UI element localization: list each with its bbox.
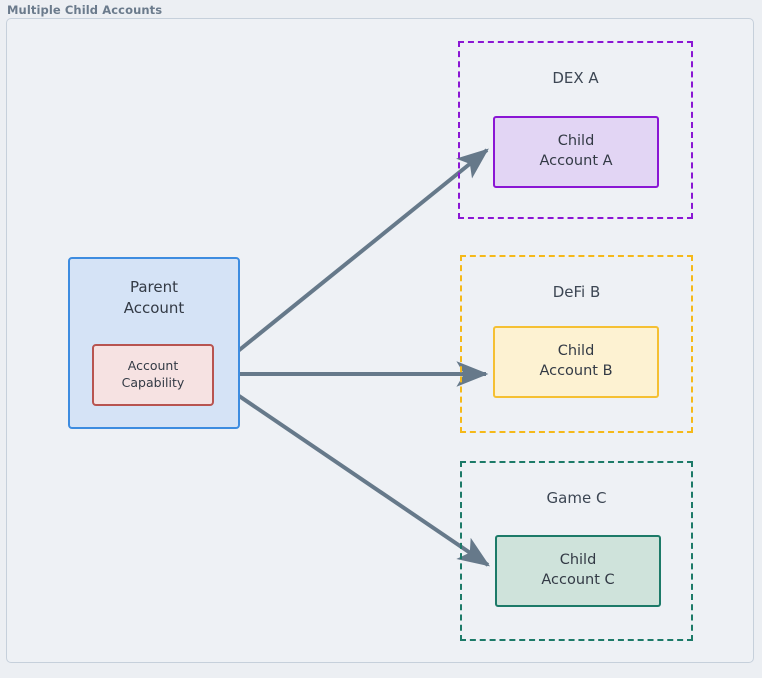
- group-game-c-label: Game C: [546, 489, 607, 507]
- child-account-c-label: Child Account C: [541, 551, 614, 590]
- account-capability-label-line1: Account: [127, 358, 179, 374]
- child-account-a-label-line2: Account A: [539, 153, 613, 169]
- child-account-b-node[interactable]: Child Account B: [493, 326, 659, 398]
- child-account-a-label: Child Account A: [539, 132, 612, 171]
- parent-account-label-line2: Account: [123, 299, 185, 317]
- parent-account-label: Parent Account: [70, 277, 238, 319]
- child-account-b-label: Child Account B: [539, 342, 612, 381]
- child-account-a-label-line1: Child: [557, 133, 595, 150]
- child-account-c-node[interactable]: Child Account C: [495, 535, 661, 607]
- account-capability-node[interactable]: Account Capability: [92, 344, 214, 406]
- child-account-c-label-line2: Account C: [541, 572, 615, 588]
- group-dex-a[interactable]: DEX A: [458, 41, 693, 219]
- child-account-c-label-line1: Child: [559, 552, 597, 569]
- group-game-c[interactable]: Game C: [460, 461, 693, 641]
- account-capability-label-line2: Capability: [121, 375, 185, 390]
- diagram-title: Multiple Child Accounts: [7, 3, 163, 17]
- parent-account-label-line1: Parent: [129, 278, 179, 296]
- account-capability-label: Account Capability: [122, 358, 185, 392]
- child-account-b-label-line2: Account B: [539, 363, 613, 379]
- group-defi-b[interactable]: DeFi B: [460, 255, 693, 433]
- child-account-b-label-line1: Child: [557, 343, 595, 360]
- child-account-a-node[interactable]: Child Account A: [493, 116, 659, 188]
- group-defi-b-label: DeFi B: [552, 283, 601, 301]
- group-dex-a-label: DEX A: [552, 69, 599, 87]
